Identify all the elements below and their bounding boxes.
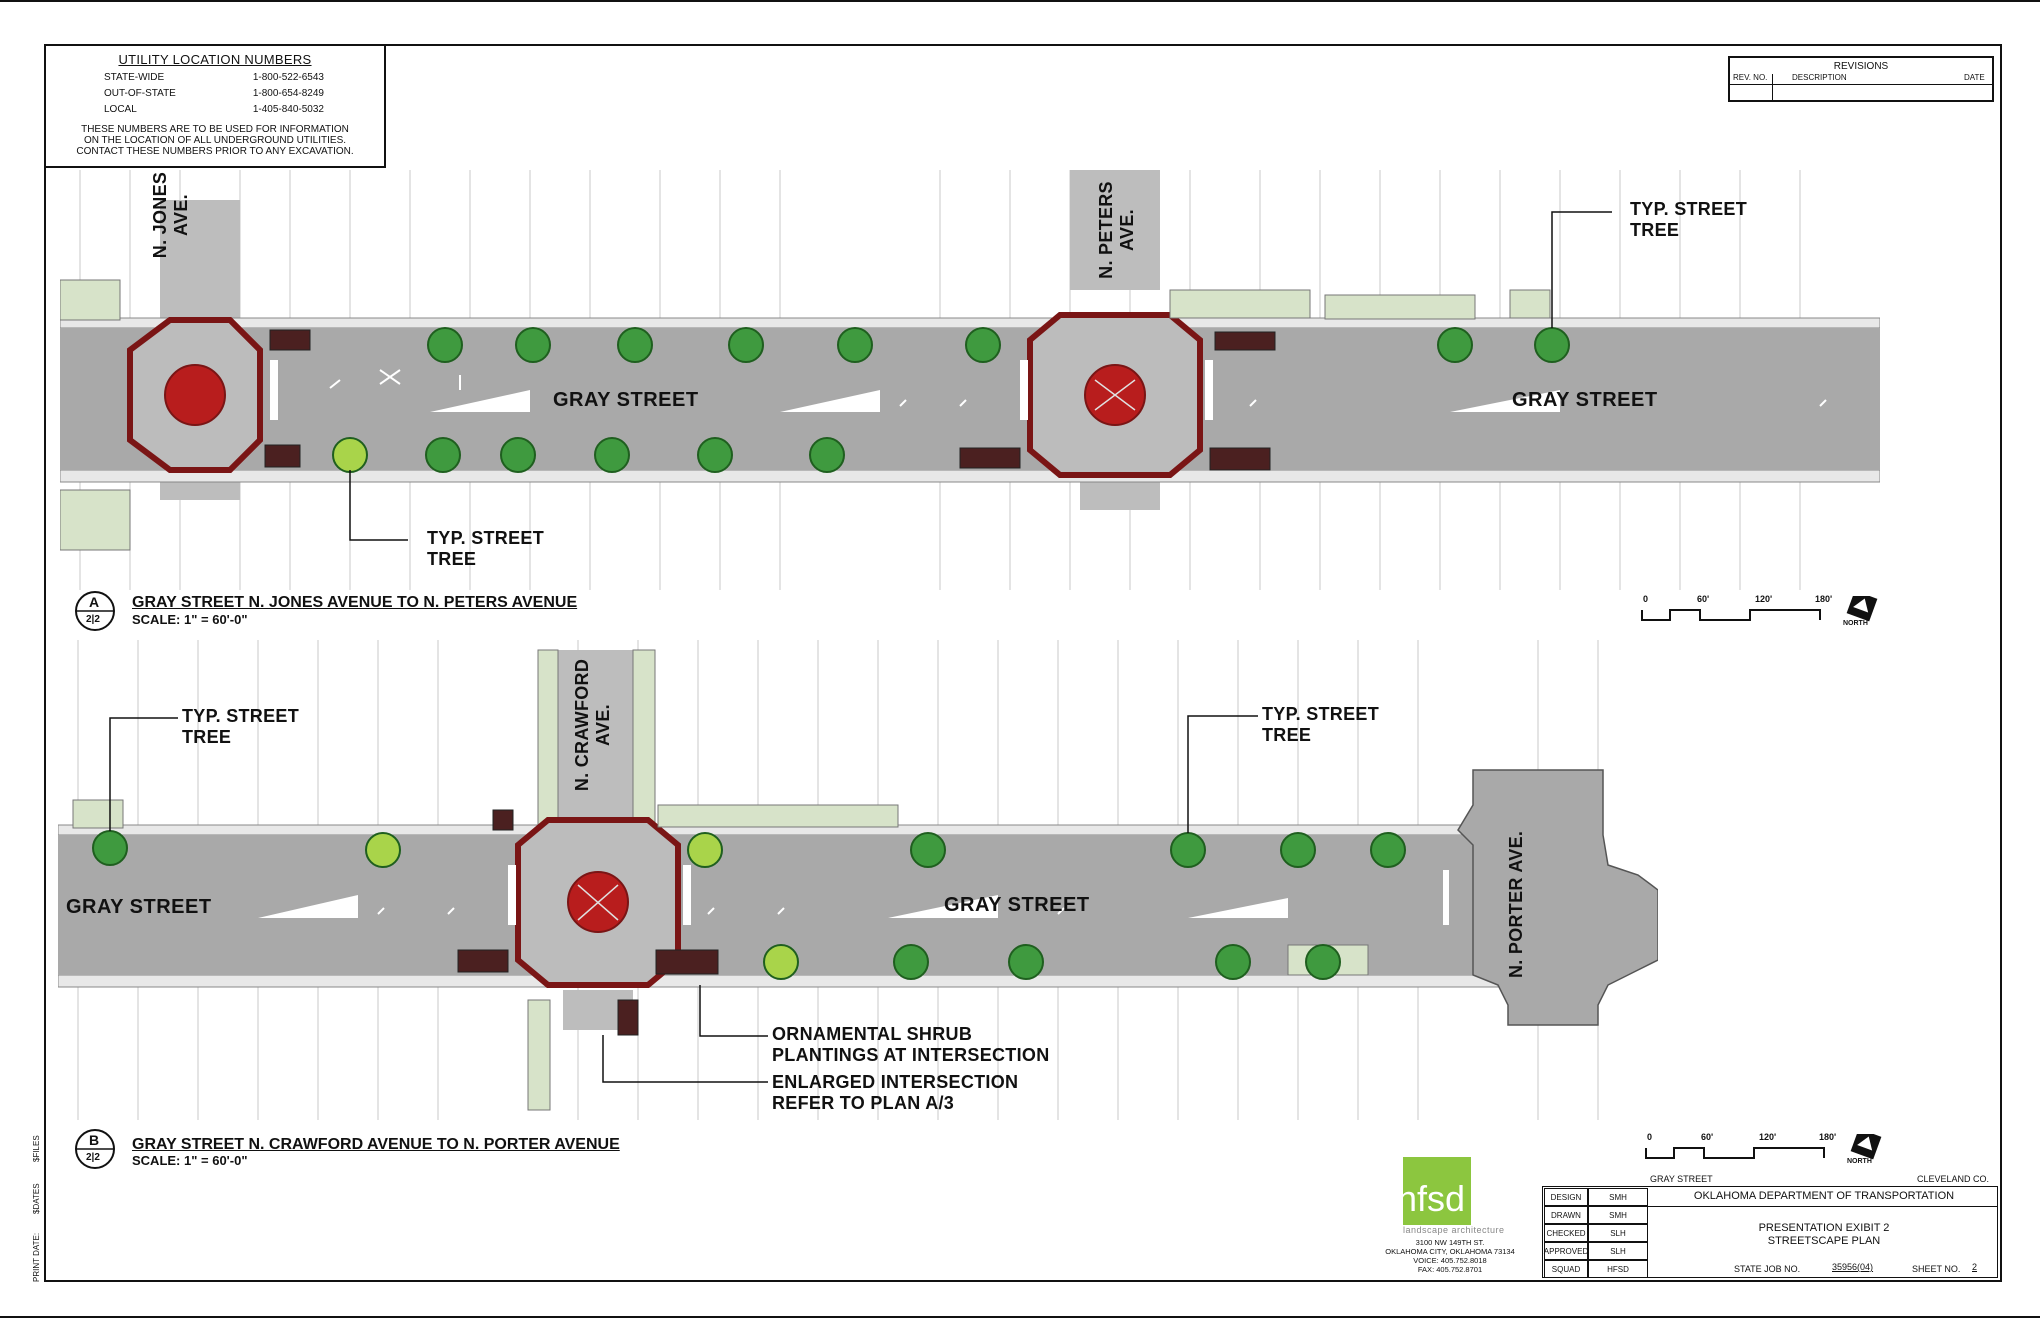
- plan-a-callout-tree-1: TYP. STREET TREE: [427, 528, 544, 569]
- n-crawford-ave-road: [558, 650, 633, 830]
- plan-b-sheet-ref: 2|2: [86, 1152, 100, 1163]
- tb-county: CLEVELAND CO.: [1917, 1174, 1990, 1184]
- plan-a-trees-bottom: [332, 437, 845, 473]
- plan-a-street-label-1: GRAY STREET: [553, 389, 699, 411]
- roundabout-jones: [164, 364, 226, 426]
- plan-b-shrub-beds: [457, 809, 719, 1036]
- scale-tick-180: 180': [1815, 594, 1833, 604]
- scale-tick-0: 0: [1643, 594, 1649, 604]
- rev-no-header: REV. NO.: [1733, 73, 1768, 82]
- plan-a-sheet-ref: 2|2: [86, 614, 100, 625]
- plan-b-title-bubble: [75, 1129, 115, 1169]
- plan-a-street-label-2: GRAY STREET: [1512, 389, 1658, 411]
- revisions-box: REVISIONS REV. NO. DESCRIPTION DATE: [1728, 56, 1994, 102]
- firm-address: 3100 NW 149TH ST. OKLAHOMA CITY, OKLAHOM…: [1385, 1238, 1515, 1274]
- side-stamp-dates: $DATES: [32, 1183, 41, 1214]
- firm-logo: [1403, 1157, 1471, 1225]
- scale-tick-0: 0: [1647, 1132, 1653, 1142]
- plan-b-drawing: [58, 640, 1658, 1120]
- plan-a-peters-label: N. PETERS AVE.: [1096, 181, 1137, 279]
- revisions-title: REVISIONS: [1833, 61, 1889, 72]
- plan-a-letter: A: [89, 594, 100, 610]
- tb-project: GRAY STREET: [1650, 1174, 1713, 1184]
- utility-note: THESE NUMBERS ARE TO BE USED FOR INFORMA…: [76, 124, 354, 157]
- side-stamp-files: $FILES: [32, 1135, 41, 1162]
- side-stamp-print-date: PRINT DATE:: [32, 1232, 41, 1282]
- plan-a-callout-tree-2: TYP. STREET TREE: [1630, 199, 1747, 240]
- scale-tick-180: 180': [1819, 1132, 1837, 1142]
- title-block: GRAY STREET CLEVELAND CO. OKLAHOMA DEPAR…: [1542, 1174, 1998, 1278]
- firm-logo-text: hfsd: [1397, 1178, 1466, 1219]
- plan-a-scale-bar: [1641, 596, 1878, 622]
- north-label: NORTH: [1847, 1158, 1872, 1165]
- tb-role-cell: SQUAD: [1544, 1260, 1588, 1278]
- plan-b-letter: B: [89, 1132, 100, 1148]
- sheet-border: [44, 44, 2002, 1282]
- tb-sheet-no: 2: [1972, 1262, 1978, 1272]
- top-rule: [0, 0, 2040, 2]
- plan-a-title: GRAY STREET N. JONES AVENUE TO N. PETERS…: [132, 594, 578, 611]
- plan-b-title: GRAY STREET N. CRAWFORD AVENUE TO N. POR…: [132, 1136, 620, 1153]
- plan-a-scale: SCALE: 1" = 60'-0": [132, 612, 248, 627]
- plan-b-callout-tree-1: TYP. STREET TREE: [182, 706, 299, 747]
- tb-who-cell: SLH: [1588, 1242, 1648, 1260]
- n-peters-ave-road: [1070, 170, 1160, 290]
- rev-desc-header: DESCRIPTION: [1792, 73, 1847, 82]
- bottom-rule: [0, 1316, 2040, 1318]
- tb-role-cell: DESIGN: [1544, 1188, 1588, 1206]
- tb-who-cell: SMH: [1588, 1206, 1648, 1224]
- plan-b-callout-tree-2: TYP. STREET TREE: [1262, 704, 1379, 745]
- revisions-col-rule: [1772, 74, 1773, 100]
- plan-a-trees-top: [427, 327, 1570, 363]
- scale-tick-60: 60': [1701, 1132, 1714, 1142]
- tb-sheet-no-label: SHEET NO.: [1912, 1264, 1961, 1274]
- tb-sheet-title: PRESENTATION EXIBIT 2 STREETSCAPE PLAN: [1758, 1222, 1890, 1247]
- plan-b-street-label-2: GRAY STREET: [944, 894, 1090, 916]
- tb-who-cell: HFSD: [1588, 1260, 1648, 1278]
- tb-role-cell: APPROVED: [1544, 1242, 1588, 1260]
- tb-role-cell: CHECKED: [1544, 1224, 1588, 1242]
- rev-date-header: DATE: [1964, 73, 1985, 82]
- plan-b-porter-label: N. PORTER AVE.: [1506, 830, 1526, 978]
- plan-a-title-bubble: [75, 591, 115, 631]
- tb-who-cell: SMH: [1588, 1188, 1648, 1206]
- plan-b-trees-bottom: [763, 944, 1341, 980]
- utility-title: UTILITY LOCATION NUMBERS: [118, 52, 312, 67]
- plan-b-crawford-label: N. CRAWFORD AVE.: [572, 658, 613, 792]
- tb-who-cell: SLH: [1588, 1224, 1648, 1242]
- firm-tagline: landscape architecture: [1403, 1225, 1505, 1235]
- scale-tick-120: 120': [1759, 1132, 1777, 1142]
- scale-tick-60: 60': [1697, 594, 1710, 604]
- plan-b-callout-shrub: ORNAMENTAL SHRUB PLANTINGS AT INTERSECTI…: [772, 1024, 1050, 1065]
- revisions-header-rule: [1730, 84, 1992, 85]
- scale-tick-120: 120': [1755, 594, 1773, 604]
- plan-b-scale-bar: [1645, 1134, 1882, 1160]
- plan-b-scale: SCALE: 1" = 60'-0": [132, 1153, 248, 1168]
- plan-b-street-label-1: GRAY STREET: [66, 896, 212, 918]
- n-porter-ave-road: [1457, 769, 1658, 1026]
- tb-agency: OKLAHOMA DEPARTMENT OF TRANSPORTATION: [1693, 1190, 1955, 1202]
- plan-a-drawing: [60, 170, 1880, 590]
- plan-b-callout-enlarged: ENLARGED INTERSECTION REFER TO PLAN A/3: [772, 1072, 1019, 1113]
- tb-state-job-label: STATE JOB NO.: [1734, 1264, 1801, 1274]
- north-label: NORTH: [1843, 620, 1868, 627]
- tb-state-job-no: 35956(04): [1832, 1262, 1874, 1272]
- tb-role-cell: DRAWN: [1544, 1206, 1588, 1224]
- plan-a-jones-label: N. JONES AVE.: [150, 171, 191, 259]
